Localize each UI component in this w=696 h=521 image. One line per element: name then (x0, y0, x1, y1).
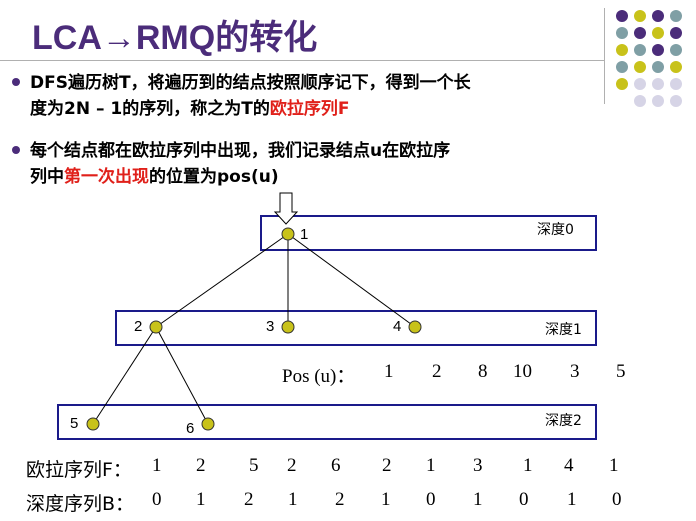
euler-value: 2 (287, 455, 297, 477)
pos-value: 3 (570, 361, 580, 383)
node-label: 6 (186, 420, 194, 437)
depth-row-label: 深度序列B： (26, 489, 134, 516)
depth-value: 1 (567, 489, 577, 511)
depth-value: 0 (152, 489, 162, 511)
node-label: 4 (393, 318, 401, 335)
pos-value: 1 (384, 361, 394, 383)
depth-value: 2 (244, 489, 254, 511)
euler-value: 2 (382, 455, 392, 477)
edge-2-5 (93, 327, 156, 424)
depth-value: 2 (335, 489, 345, 511)
edge-1-4 (288, 234, 415, 327)
euler-value: 4 (564, 455, 574, 477)
euler-value: 1 (152, 455, 162, 477)
tree-node-2 (150, 321, 162, 333)
down-arrow-icon (275, 193, 297, 224)
depth-value: 1 (473, 489, 483, 511)
pos-label: Pos (u)： (282, 361, 382, 388)
depth-2-box (58, 405, 596, 439)
tree-node-3 (282, 321, 294, 333)
depth-label-2: 深度2 (545, 413, 582, 429)
depth-value: 1 (196, 489, 206, 511)
pos-value: 10 (513, 361, 532, 383)
depth-value: 1 (288, 489, 298, 511)
pos-value: 8 (478, 361, 488, 383)
euler-value: 2 (196, 455, 206, 477)
node-label: 2 (134, 318, 142, 335)
depth-label-1: 深度1 (545, 322, 582, 338)
euler-value: 6 (331, 455, 341, 477)
pos-value: 5 (616, 361, 626, 383)
node-label: 5 (70, 415, 78, 432)
euler-value: 3 (473, 455, 483, 477)
edge-1-2 (156, 234, 288, 327)
tree-node-6 (202, 418, 214, 430)
edge-2-6 (156, 327, 208, 424)
node-label: 3 (266, 318, 274, 335)
euler-row-label: 欧拉序列F： (26, 455, 132, 482)
depth-1-box (116, 311, 596, 345)
depth-label-0: 深度0 (537, 222, 574, 238)
depth-value: 0 (612, 489, 622, 511)
tree-node-5 (87, 418, 99, 430)
euler-value: 1 (426, 455, 436, 477)
depth-value: 1 (381, 489, 391, 511)
tree-node-1 (282, 228, 294, 240)
tree-node-4 (409, 321, 421, 333)
depth-value: 0 (426, 489, 436, 511)
euler-value: 5 (249, 455, 259, 477)
depth-value: 0 (519, 489, 529, 511)
euler-value: 1 (523, 455, 533, 477)
node-label: 1 (300, 226, 308, 243)
euler-value: 1 (609, 455, 619, 477)
pos-value: 2 (432, 361, 442, 383)
pos-row: Pos (u)： (282, 361, 382, 388)
